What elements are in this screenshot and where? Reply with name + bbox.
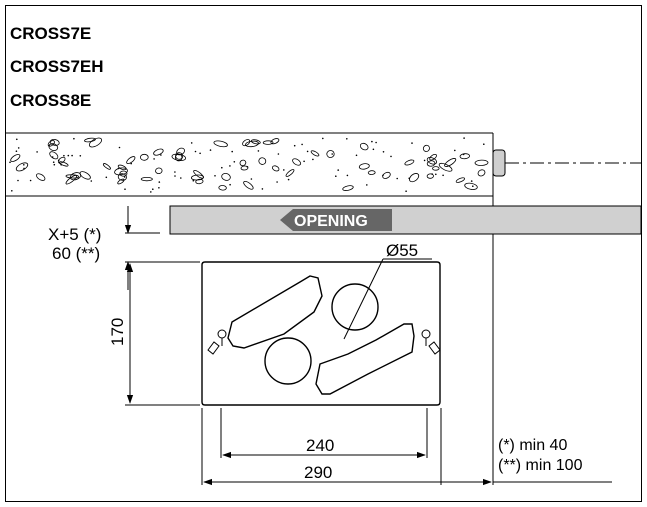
- model-title-2: CROSS7EH: [10, 57, 104, 76]
- opening-label: OPENING: [294, 213, 368, 230]
- note-min-100: (**) min 100: [498, 457, 583, 474]
- upper-duct-circle: [331, 283, 379, 331]
- duct-left: [227, 275, 323, 349]
- mounting-bracket-right: [421, 329, 441, 355]
- mounting-bracket-left: [207, 329, 227, 355]
- model-title-1: CROSS7E: [10, 24, 91, 43]
- height-label: 170: [108, 318, 127, 346]
- height-dimension: [125, 263, 200, 406]
- drawing-frame: [5, 5, 642, 502]
- offset-dimension: [124, 206, 200, 290]
- opening-band: OPENING: [169, 205, 642, 235]
- offset-top-label: X+5 (*): [48, 225, 101, 244]
- diameter-label: Ø55: [386, 241, 418, 260]
- note-min-40: (*) min 40: [498, 437, 567, 454]
- inner-width-label: 240: [306, 436, 334, 455]
- opening-arrow: [280, 209, 392, 231]
- diameter-leader: [343, 258, 432, 340]
- outer-width-label: 290: [304, 463, 332, 482]
- pipe-stub: [492, 149, 506, 177]
- model-title-3: CROSS8E: [10, 91, 91, 110]
- concrete-aggregate-pattern: [9, 137, 489, 193]
- duct-right: [315, 323, 415, 395]
- offset-bottom-label: 60 (**): [52, 244, 100, 263]
- unit-outline: [201, 261, 441, 406]
- lower-duct-circle: [264, 337, 312, 385]
- concrete-wall: [6, 132, 494, 197]
- air-duct-shapes: [227, 275, 415, 395]
- width-dimensions: [201, 408, 612, 486]
